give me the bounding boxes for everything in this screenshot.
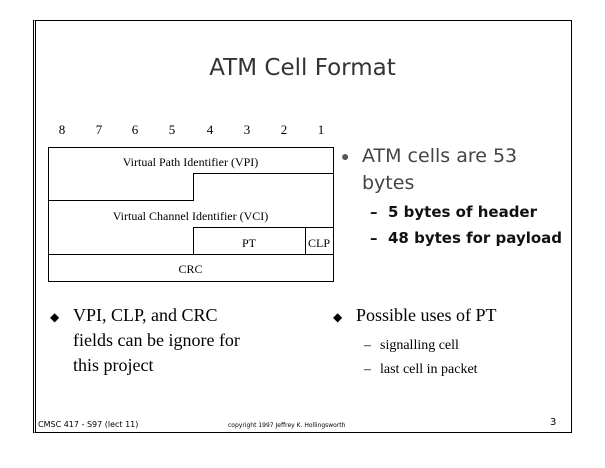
bit-number: 4 [206, 122, 214, 137]
page-number: 3 [550, 417, 557, 428]
diamond-bullet-icon: ◆ [50, 310, 60, 324]
slide-frame [33, 20, 572, 433]
diamond-bullet-icon: ◆ [333, 310, 343, 324]
dash-icon: – [364, 362, 371, 377]
slide-title: ATM Cell Format [209, 55, 396, 81]
footer-course: CMSC 417 - S97 (lect 11) [38, 420, 139, 429]
pt-uses-heading: Possible uses of PT [356, 305, 497, 325]
note-line: this project [73, 355, 154, 375]
bullet-text: ATM cells are 53 [362, 145, 518, 167]
footer-copyright: copyright 1997 Jeffrey K. Hollingsworth [228, 422, 346, 429]
note-line: VPI, CLP, and CRC [73, 305, 218, 325]
bit-number: 3 [243, 122, 251, 137]
bit-number: 8 [58, 122, 66, 137]
sub-bullet: 5 bytes of header [388, 203, 538, 221]
note-line: fields can be ignore for [73, 330, 240, 350]
bit-number: 1 [317, 122, 325, 137]
dash-icon: – [370, 229, 378, 247]
bullet-text: bytes [362, 172, 415, 194]
bit-number: 7 [95, 122, 103, 137]
sub-bullet: last cell in packet [380, 362, 478, 377]
bit-number: 6 [131, 122, 139, 137]
pt-field: PT [241, 236, 256, 250]
bit-number: 5 [168, 122, 176, 137]
dash-icon: – [370, 203, 378, 221]
crc-field: CRC [178, 262, 203, 276]
sub-bullet: signalling cell [380, 338, 459, 353]
vpi-field: Virtual Path Identifier (VPI) [122, 155, 259, 169]
vci-field: Virtual Channel Identifier (VCI) [112, 209, 269, 223]
dash-icon: – [364, 338, 371, 353]
bullet-dot-icon: ● [341, 150, 350, 165]
clp-field: CLP [307, 236, 330, 250]
bit-number: 2 [280, 122, 288, 137]
sub-bullet: 48 bytes for payload [388, 229, 563, 247]
